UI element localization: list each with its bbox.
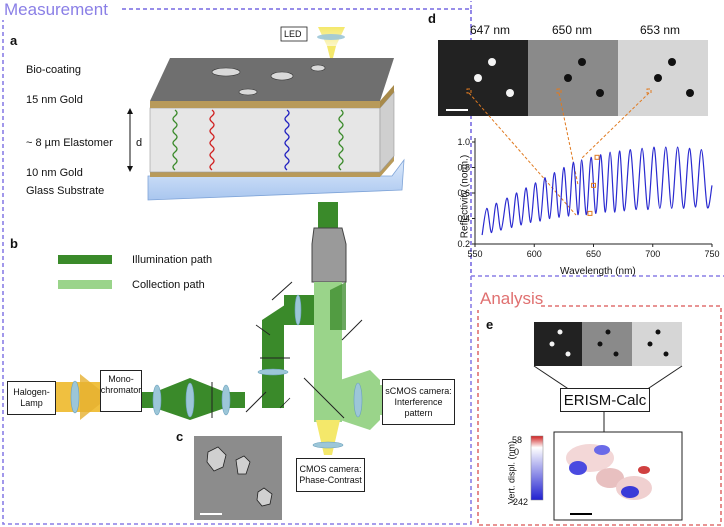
- y-tick-label: 1.0: [457, 137, 470, 147]
- scmos-camera-box: sCMOS camera: Interference pattern: [382, 379, 455, 425]
- wavelength-label-2: 650 nm: [552, 23, 593, 37]
- legend-collection: Collection path: [132, 279, 205, 291]
- y-tick-label: 0.8: [457, 163, 470, 173]
- wavelength-marker-2: [594, 154, 600, 160]
- plot-xlabel: Wavelength (nm): [560, 266, 636, 277]
- layer-elastomer: ~ 8 µm Elastomer: [26, 137, 113, 149]
- thickness-label: d: [136, 137, 143, 149]
- erism-calc-box: ERISM-Calc: [560, 388, 650, 412]
- x-tick-label: 600: [527, 249, 542, 259]
- measurement-title: Measurement: [4, 0, 108, 19]
- colorbar-min: -242: [510, 497, 529, 507]
- panel-c-label: c: [176, 429, 184, 444]
- colorbar-label: Vert. displ. (nm): [506, 440, 517, 505]
- layer-biocoating: Bio-coating: [26, 64, 82, 76]
- cmos-camera-box: CMOS camera: Phase-Contrast: [296, 458, 365, 492]
- wavelength-marker-1: [591, 182, 596, 188]
- y-tick-label: 0.2: [457, 239, 470, 249]
- halogen-lamp-box: Halogen- Lamp: [7, 381, 56, 415]
- panel-b-label: b: [10, 236, 18, 251]
- x-tick-label: 650: [586, 249, 601, 259]
- layer-gold-bottom: 10 nm Gold: [26, 167, 83, 179]
- x-tick-label: 700: [645, 249, 660, 259]
- panel-e-label: e: [486, 317, 494, 332]
- panel-d-label: d: [428, 11, 436, 26]
- displacement-map: [566, 444, 652, 500]
- colorbar-max: 58: [512, 435, 523, 445]
- panel-a-label: a: [10, 33, 18, 48]
- y-tick-label: 0.6: [457, 188, 470, 198]
- monochromator-box: Mono- chromator: [100, 370, 142, 412]
- analysis-title: Analysis: [480, 289, 544, 308]
- x-tick-label: 550: [467, 249, 482, 259]
- y-tick-label: 0.4: [457, 214, 470, 224]
- legend-illumination: Illumination path: [132, 254, 213, 266]
- wavelength-marker-0: [587, 210, 593, 216]
- led-label: LED: [284, 29, 302, 39]
- x-tick-label: 750: [704, 249, 719, 259]
- wavelength-label-3: 653 nm: [640, 23, 681, 37]
- colorbar: [530, 435, 544, 501]
- colorbar-mid: 0: [514, 447, 520, 457]
- wavelength-label-1: 647 nm: [470, 23, 511, 37]
- layer-glass: Glass Substrate: [26, 185, 105, 197]
- cell-shapes: [211, 64, 326, 96]
- layer-gold-top: 15 nm Gold: [26, 94, 83, 106]
- series-line-0: [481, 146, 713, 236]
